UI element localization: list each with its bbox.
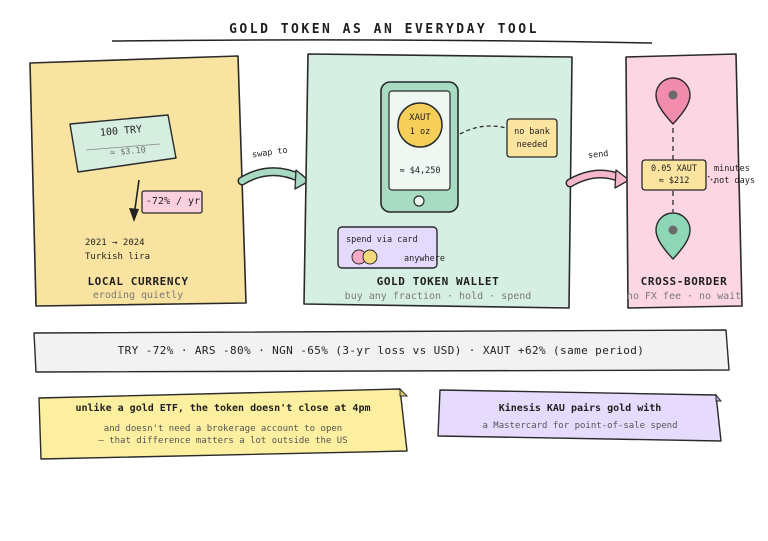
cross-border-subtitle: no FX fee · no wait	[626, 291, 742, 302]
cross-border-title: CROSS-BORDER	[640, 275, 728, 288]
down-arrow-icon	[129, 179, 140, 222]
etf-callout-bg	[38, 388, 408, 460]
lira-banknote	[69, 114, 177, 173]
period-label: 2021 → 2024	[85, 238, 145, 248]
coin-value: ≈ $4,250	[399, 166, 441, 176]
destination-pin-icon	[655, 212, 691, 260]
minutes-label: minutes	[714, 164, 750, 174]
no-bank-connector	[459, 125, 507, 135]
transfer-amount: 0.05 XAUT	[650, 164, 698, 174]
kau-callout-bg	[437, 389, 722, 442]
swap-arrow-icon	[237, 167, 310, 190]
kau-callout-title: Kinesis KAU pairs gold with	[498, 403, 662, 414]
local-currency-title: LOCAL CURRENCY	[87, 275, 189, 288]
card-anywhere: anywhere	[404, 254, 445, 264]
currency-name: Turkish lira	[85, 252, 151, 262]
drop-badge-bg	[141, 190, 203, 214]
no-bank-line2: needed	[516, 140, 548, 150]
coin-symbol: XAUT	[409, 113, 431, 123]
kau-callout-line1: a Mastercard for point-of-sale spend	[482, 421, 678, 431]
no-bank-line1: no bank	[514, 127, 550, 137]
transfer-value: ≈ $212	[658, 176, 690, 186]
gold-wallet-title: GOLD TOKEN WALLET	[376, 275, 500, 288]
send-label: send	[587, 148, 609, 162]
etf-callout-line2: — that difference matters a lot outside …	[98, 436, 348, 446]
stats-strip-bg	[33, 329, 730, 373]
page-title: GOLD TOKEN AS AN EVERYDAY TOOL	[229, 22, 539, 37]
origin-pin-icon	[655, 77, 691, 125]
minutes-connector	[707, 175, 717, 185]
gold-wallet-subtitle: buy any fraction · hold · spend	[344, 291, 532, 302]
etf-callout-title: unlike a gold ETF, the token doesn't clo…	[75, 403, 371, 414]
card-logo-icon	[351, 249, 378, 265]
gold-coin-icon	[397, 102, 443, 148]
coin-amount: 1 oz	[409, 127, 431, 137]
send-arrow-icon	[565, 169, 630, 189]
stats-strip: TRY -72% · ARS -80% · NGN -65% (3-yr los…	[117, 344, 645, 357]
drop-badge: -72% / yr	[145, 196, 201, 207]
title-underline	[111, 39, 653, 44]
local-currency-subtitle: eroding quietly	[92, 290, 184, 301]
card-label: spend via card	[346, 235, 418, 245]
etf-callout-line1: and doesn't need a brokerage account to …	[103, 424, 343, 434]
not-days-label: not days	[714, 176, 755, 186]
local-currency-panel	[29, 55, 247, 307]
transfer-amount-bg	[641, 159, 707, 191]
no-bank-box-bg	[506, 118, 558, 158]
